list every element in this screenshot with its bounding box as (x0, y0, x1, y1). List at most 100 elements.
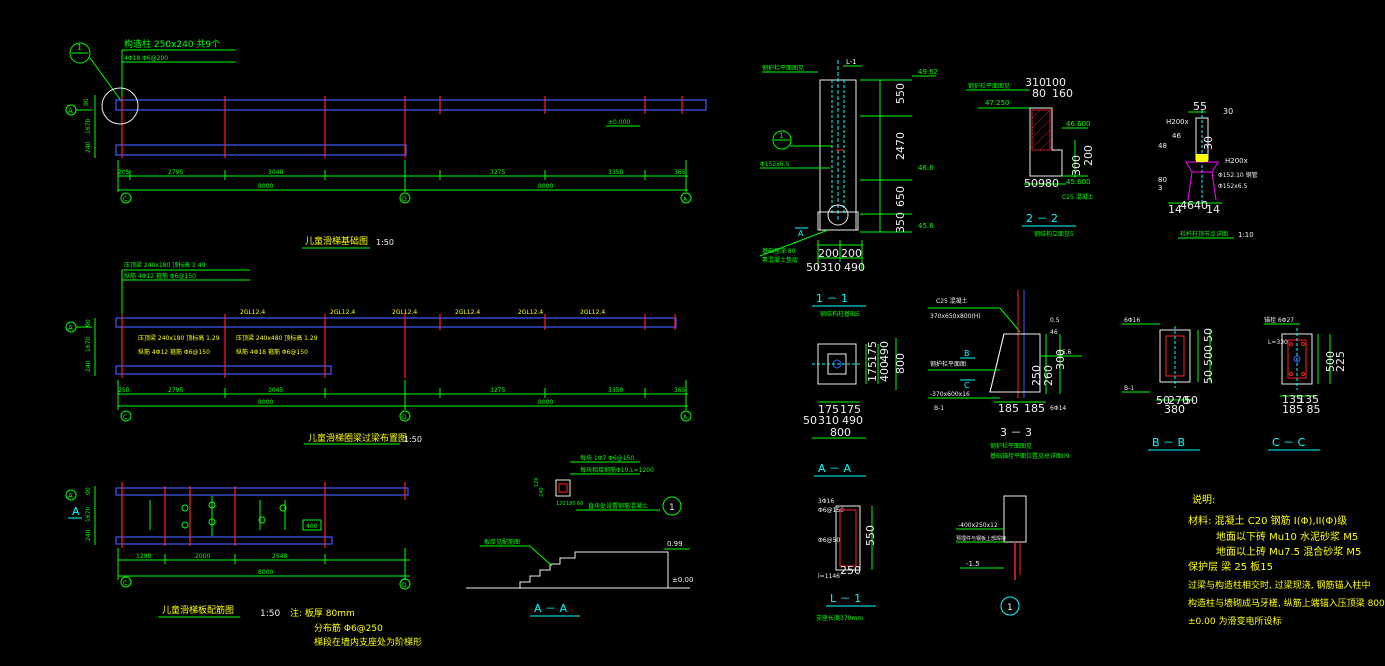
plan3-total: 8000 (258, 569, 273, 576)
s33-level-2: 45.6 (1058, 349, 1072, 356)
plan-ring-beams: 压顶梁 240x180 顶标高 2.49 纵筋 4Φ12 箍筋 Φ6@150 A… (65, 261, 692, 445)
plan-slab: A A 90 1670 240 400 1298 200 (65, 482, 422, 648)
plan2-label-4: 2GL12.4 (455, 309, 480, 316)
plan3-dim-left-2: 1670 (85, 507, 92, 522)
plan1-total-1: 8000 (258, 183, 273, 190)
sl1-dim-right: 550 (864, 525, 877, 546)
s33-dim-r2: 260 (1042, 365, 1055, 386)
s22-dim-top-3: 80 (1032, 87, 1046, 100)
s3-dim-3: 48 (1158, 142, 1167, 150)
aa-level1: 0.99 (667, 540, 683, 548)
plan2-dim-3: 3045 (268, 387, 283, 394)
s33-note2: 370x650x800(H) (930, 313, 981, 320)
aa-note: 板厚见配筋图 (484, 538, 520, 546)
plan2-label-1: 2GL12.4 (240, 309, 265, 316)
plan3-scale: 1:50 (260, 609, 280, 619)
scc-title: C － C (1272, 436, 1306, 449)
callout-number: 1 (77, 43, 82, 52)
s33-small: 6Φ14 (1050, 405, 1066, 412)
s22-title: 2 － 2 (1026, 212, 1058, 225)
saa-dim-r2b: 400 (878, 361, 891, 382)
section-1-1: 钢护栏平面图见 L-1 1 Φ152x6.5 A 基础埋深 80 素混凝土垫层 … (759, 58, 938, 318)
plan3-dim-2: 2000 (195, 553, 210, 560)
s22-dim-top-2: 100 (1045, 76, 1066, 89)
s11-dim-r2: 2470 (894, 132, 907, 160)
s22-dim-right-2: 200 (1082, 145, 1095, 166)
s11-subtitle: 钢结构柱基础5 (820, 310, 860, 318)
s11-note-b2: 素混凝土垫层 (762, 256, 798, 264)
s33-note1: C25 混凝土 (936, 297, 968, 305)
s33-marker-c: C (964, 381, 970, 390)
sl1-top-2: Φ6@150 (818, 507, 844, 514)
plan3-small-dim: 400 (306, 523, 318, 530)
notes-line7: ±0.00 为滑变电所设标 (1188, 615, 1281, 627)
saa-dim-t1: 175 (818, 403, 839, 416)
plan1-axis-d: D (402, 196, 407, 203)
scc-dim-r2: 225 (1334, 351, 1347, 372)
s3-label-4: Φ152x6.5 (1218, 183, 1247, 190)
notes-heading: 说明: (1192, 493, 1215, 506)
sl1-top-1: 3Φ16 (818, 498, 834, 505)
callout-sub: 4Φ18 Φ6@200 (124, 55, 168, 62)
s3-label-1: H200x (1166, 118, 1189, 126)
plan2-axis-d: D (402, 414, 407, 421)
plan1-dim-left-2: 1670 (85, 119, 92, 134)
detail1-note2: 每块相接钢筋Φ10,L=1200 (580, 466, 654, 474)
plan3-dim-left-3: 240 (85, 529, 92, 541)
s33-note-l1: 钢护栏平面图 (930, 360, 966, 368)
s11-dim-b2b: 310 (820, 261, 841, 274)
plan3-dim-3: 2548 (272, 553, 287, 560)
saa-dim-r2c: 800 (894, 353, 907, 374)
s3-bdim-1: 14 (1168, 203, 1182, 216)
sbb-tag: 6Φ16 (1124, 317, 1140, 324)
detail1-dim-3: 120 (556, 501, 566, 507)
sbb-dim-r1: 50 (1202, 328, 1215, 342)
s11-dim-b1a: 200 (818, 247, 839, 260)
plan2-total-1: 8000 (258, 399, 273, 406)
s3-bdim-2: 46 (1180, 199, 1194, 212)
saa-dim-r2a: 490 (878, 341, 891, 362)
s1d-level: -1.5 (966, 560, 980, 568)
s33-note-b2: 基础锚栓平面位置见总详图09 (990, 452, 1070, 460)
s33-level-1: 46 (1050, 329, 1058, 336)
detail1-dim-4: 180 (566, 501, 576, 507)
s33-note-l2: -370x600x16 (930, 391, 970, 398)
plan1-level: ±0.000 (608, 119, 630, 126)
sbb-dim-r3: 50 (1202, 370, 1215, 384)
plan3-note2: 分布筋 Φ6@250 (314, 622, 383, 634)
s22-level-3: 45.600 (1066, 178, 1091, 186)
axis-a-label: A (68, 107, 73, 115)
plan1-axis-a: A (683, 196, 688, 203)
s3-bdim-3: 40 (1194, 199, 1208, 212)
callout-circle-1 (69, 42, 91, 64)
section-aa-base: 175 175 490 400 800 175 175 50 310 490 8… (803, 338, 907, 477)
saa-dim-r2: 175 (866, 361, 879, 382)
s3-dim-top: 55 (1193, 100, 1207, 113)
plan2-axis-c: C (123, 414, 127, 421)
sbb-title: B － B (1152, 436, 1185, 449)
s22-note: 钢护栏平面图见 (968, 82, 1010, 90)
section-b-b: 6Φ16 B-1 50 500 50 50 270 50 380 B － B (1122, 317, 1215, 451)
s22-dim-b1: 50 (1024, 177, 1038, 190)
s11-level-3: 45.6 (918, 222, 934, 230)
saa-dim-r1: 175 (866, 341, 879, 362)
scc-total: 185 85 (1282, 403, 1321, 416)
s11-note-top: 钢护栏平面图见 (762, 64, 804, 72)
s1d-note1: -400x250x12 (958, 522, 998, 529)
s33-note-b1: 钢护栏平面图见 (990, 442, 1032, 450)
detail1-dim-5: 60 (577, 501, 583, 507)
plan2-dim-left-1: 90 (85, 319, 92, 327)
s11-marker: A (798, 229, 804, 238)
plan3-axis-d: D (402, 582, 407, 589)
s22-subtitle: 钢结构立面见5 (1034, 230, 1074, 238)
plan3-note3: 梯段在墙内支座处为阶梯形 (314, 636, 422, 648)
aa-title: A － A (534, 602, 568, 615)
s11-level-2: 46.6 (918, 164, 934, 172)
sl1-note-b: l=1146 (818, 573, 840, 580)
sbb-tag2: B-1 (1124, 385, 1134, 392)
s11-note-b1: 基础埋深 80 (762, 247, 796, 255)
s11-pipe: Φ152x6.5 (760, 161, 789, 168)
detail1-note1: 每块 1Φ7 Φ6@150 (580, 454, 634, 462)
